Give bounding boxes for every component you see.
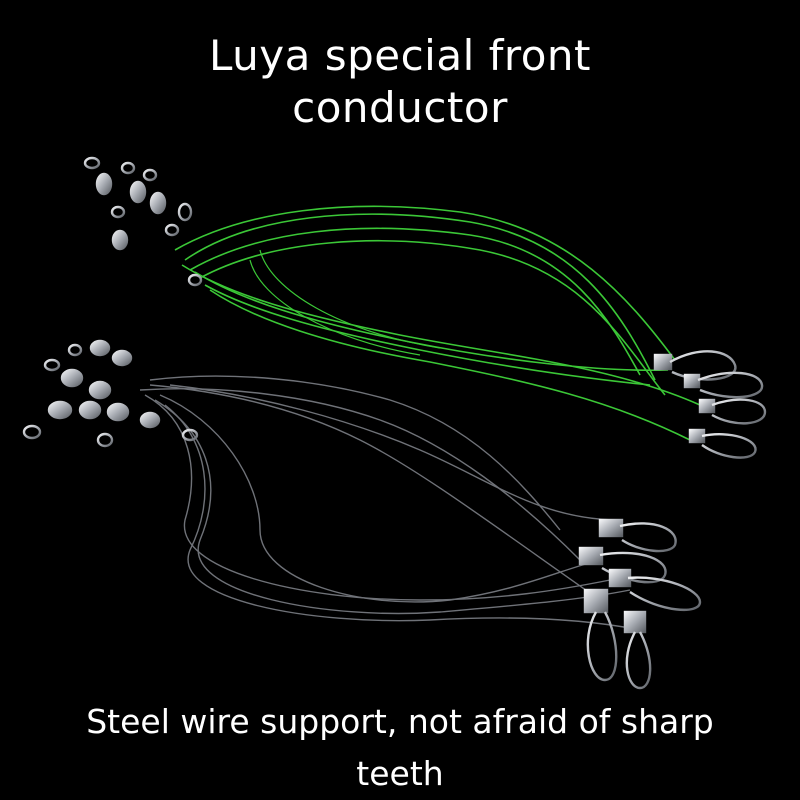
headline: Luya special front conductor <box>0 30 800 134</box>
swivels-top-left <box>83 156 203 287</box>
swivels-left-steel <box>22 339 199 448</box>
steel-wire-bundle <box>139 375 641 631</box>
snaps-right-steel <box>578 518 702 690</box>
caption-line-1: Steel wire support, not afraid of sharp <box>86 702 714 741</box>
headline-line-1: Luya special front <box>208 31 592 80</box>
headline-line-2: conductor <box>292 83 508 132</box>
green-wire-bundle <box>174 205 701 441</box>
snaps-right-green <box>653 350 767 459</box>
caption: Steel wire support, not afraid of sharp … <box>0 696 800 800</box>
caption-line-2: teeth <box>356 754 444 793</box>
